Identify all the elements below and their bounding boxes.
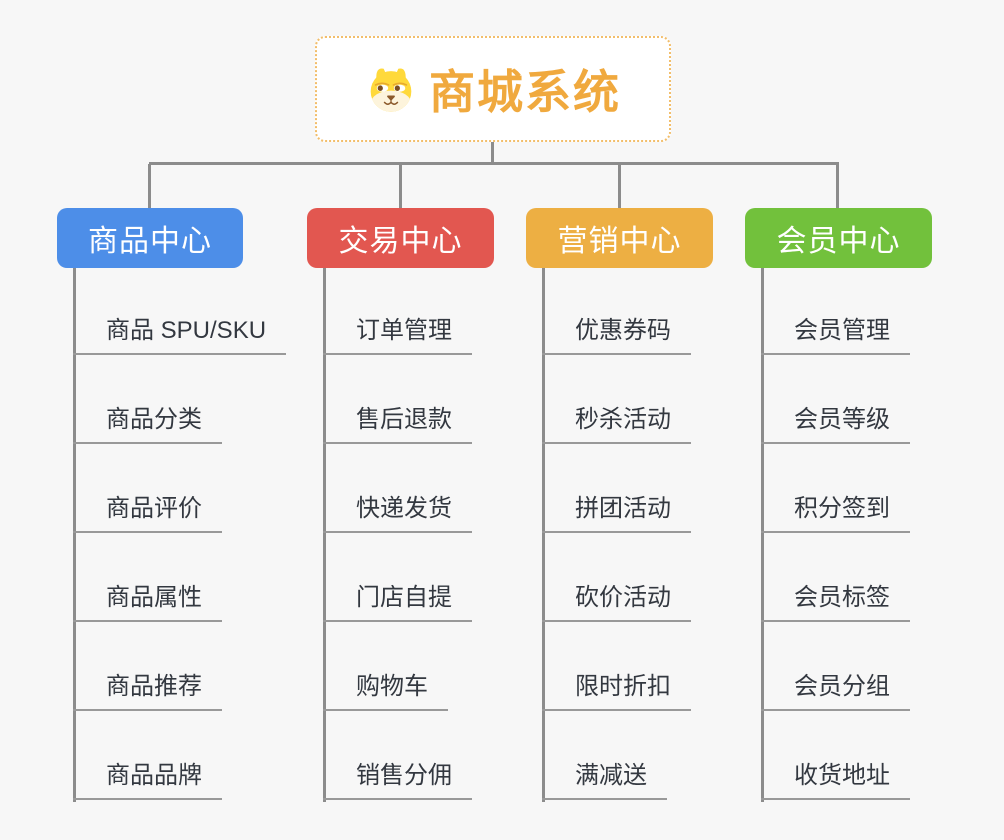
leaf-node[interactable]: 商品评价: [73, 494, 222, 533]
branch-node-marketing[interactable]: 营销中心: [526, 208, 713, 268]
connector-spine-product: [73, 268, 76, 802]
leaf-node[interactable]: 会员等级: [761, 405, 910, 444]
leaf-node[interactable]: 优惠券码: [542, 316, 691, 355]
leaf-node[interactable]: 商品分类: [73, 405, 222, 444]
connector-spine-trade: [323, 268, 326, 802]
connector-root-stub: [491, 141, 494, 163]
connector-stub-product: [148, 164, 151, 208]
leaf-node[interactable]: 商品 SPU/SKU: [73, 316, 287, 355]
leaf-node[interactable]: 会员标签: [761, 583, 910, 622]
branch-label: 商品中心: [88, 225, 212, 258]
leaf-node[interactable]: 商品属性: [73, 583, 222, 622]
leaf-node[interactable]: 会员管理: [761, 316, 910, 355]
root-title: 商城系统: [429, 66, 621, 118]
branch-node-member[interactable]: 会员中心: [745, 208, 932, 268]
branch-label: 会员中心: [776, 225, 901, 258]
branch-label: 营销中心: [557, 225, 682, 258]
root-node[interactable]: 商城系统: [315, 36, 671, 142]
connector-horizontal: [149, 162, 839, 165]
connector-spine-member: [761, 268, 764, 802]
leaf-node[interactable]: 售后退款: [323, 405, 472, 444]
leaf-node[interactable]: 会员分组: [761, 672, 910, 711]
leaf-node[interactable]: 满减送: [542, 761, 667, 800]
connector-spine-marketing: [542, 268, 545, 802]
leaf-node[interactable]: 砍价活动: [542, 583, 691, 622]
leaf-node[interactable]: 购物车: [323, 672, 448, 711]
dog-face-icon: [370, 68, 412, 112]
branch-label: 交易中心: [338, 225, 463, 258]
leaf-node[interactable]: 限时折扣: [542, 672, 691, 711]
connector-stub-marketing: [618, 164, 621, 208]
leaf-node[interactable]: 秒杀活动: [542, 405, 691, 444]
leaf-node[interactable]: 订单管理: [323, 316, 472, 355]
leaf-node[interactable]: 销售分佣: [323, 761, 472, 800]
branch-node-product[interactable]: 商品中心: [57, 208, 243, 268]
connector-stub-trade: [399, 164, 402, 208]
leaf-node[interactable]: 拼团活动: [542, 494, 691, 533]
leaf-node[interactable]: 商品推荐: [73, 672, 222, 711]
leaf-node[interactable]: 快递发货: [323, 494, 472, 533]
leaf-node[interactable]: 收货地址: [761, 761, 910, 800]
branch-node-trade[interactable]: 交易中心: [307, 208, 494, 268]
connector-stub-member: [836, 164, 839, 208]
leaf-node[interactable]: 门店自提: [323, 583, 472, 622]
leaf-node[interactable]: 积分签到: [761, 494, 910, 533]
leaf-node[interactable]: 商品品牌: [73, 761, 222, 800]
